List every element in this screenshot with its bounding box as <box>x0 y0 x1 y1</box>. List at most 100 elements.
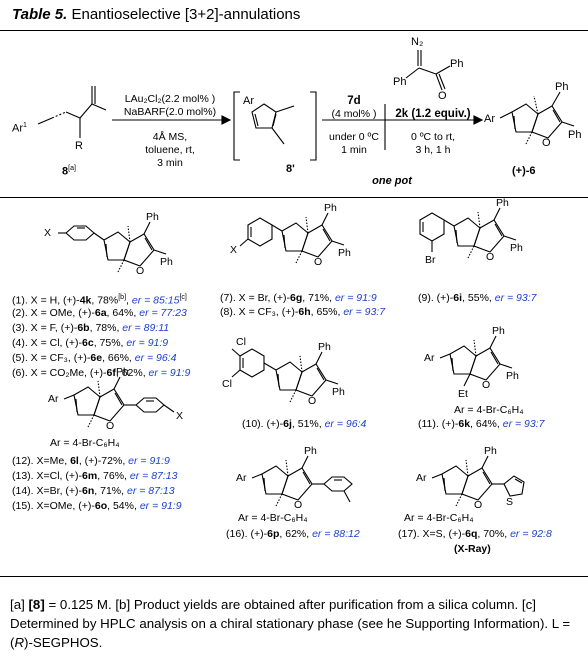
inter-ar: Ar <box>243 95 254 107</box>
cond1-line5: 3 min <box>157 157 183 169</box>
top-rule <box>0 30 588 31</box>
start-ar1: Ar1 <box>12 122 27 135</box>
entry-7: (7). X = Br, (+)-6g, 71%, er = 91:9 <box>220 292 377 304</box>
label-ph: Ph <box>160 256 173 268</box>
footnotes: [a] [8] = 0.125 M. [b] Product yields ar… <box>10 597 571 650</box>
label-o: O <box>482 379 491 391</box>
label-ph: Ph <box>484 445 497 457</box>
reagent-ph2: Ph <box>450 58 464 70</box>
table-caption: Enantioselective [3+2]-annulations <box>71 6 301 23</box>
structure-6k <box>439 335 513 387</box>
entry-15: (15). X=OMe, (+)-6o, 54%, er = 91:9 <box>12 500 182 512</box>
entry-17-ar: Ar = 4-Br-C₆H₄ <box>404 512 474 524</box>
product-ph1: Ph <box>555 81 569 93</box>
inter-compound: 8' <box>286 163 295 175</box>
product-ar: Ar <box>484 113 495 125</box>
one-pot-label: one pot <box>372 175 412 187</box>
structure-6g-6h <box>239 212 345 264</box>
label-ar: Ar <box>236 472 247 484</box>
entry-12: (12). X=Me, 6l, (+)-72%, er = 91:9 <box>12 455 170 467</box>
cond2-loading: (4 mol% ) <box>331 108 377 120</box>
entry-17-xray: (X-Ray) <box>454 543 491 555</box>
entry-4: (4). X = Cl, (+)-6c, 75%, er = 91:9 <box>12 337 169 349</box>
label-ph: Ph <box>304 445 317 457</box>
scheme-rule <box>0 197 588 198</box>
label-ar: Ar <box>424 352 435 364</box>
label-o: O <box>106 420 115 432</box>
label-ph: Ph <box>324 202 337 214</box>
start-r: R <box>75 140 83 152</box>
cond3-time: 3 h, 1 h <box>415 144 451 156</box>
label-ph: Ph <box>338 247 351 259</box>
entry-1: (1). X = H, (+)-4k, 78%[b], er = 85:15[c… <box>12 294 187 307</box>
label-ph: Ph <box>492 325 505 337</box>
entry-14: (14). X=Br, (+)-6n, 71%, er = 87:13 <box>12 485 175 497</box>
entry-17: (17). X=S, (+)-6q, 70%, er = 92:8 <box>398 528 552 540</box>
cond1-line3: 4Å MS, <box>152 131 188 143</box>
label-x: X <box>44 227 52 239</box>
cond2-temp: under 0 ºC <box>329 131 379 143</box>
entry-13: (13). X=Cl, (+)-6m, 76%, er = 87:13 <box>12 470 178 482</box>
label-x: X <box>230 244 238 256</box>
reagent-ph1: Ph <box>393 76 407 88</box>
label-br: Br <box>425 254 436 266</box>
structure-6p <box>251 455 353 507</box>
label-ph: Ph <box>116 366 129 378</box>
label-o: O <box>474 499 483 511</box>
bottom-rule <box>0 576 588 577</box>
entry-10: (10). (+)-6j, 51%, er = 96:4 <box>242 418 367 430</box>
label-et: Et <box>458 388 468 400</box>
label-ph: Ph <box>318 341 331 353</box>
arrow-1 <box>112 115 232 125</box>
label-ar: Ar <box>416 472 427 484</box>
product-label: (+)-6 <box>512 165 536 177</box>
entry-11-ar: Ar = 4-Br-C₆H₄ <box>454 404 524 416</box>
entry-6: (6). X = CO₂Me, (+)-6f, 62%, er = 91:9 <box>12 367 191 379</box>
cond1-line2: NaBARF(2.0 mol%) <box>123 106 217 118</box>
label-o: O <box>294 499 303 511</box>
label-ph: Ph <box>496 197 509 209</box>
label-o: O <box>486 251 495 263</box>
structure-6j <box>231 348 339 403</box>
cond1-line4: toluene, rt, <box>145 144 195 156</box>
label-x: X <box>176 410 184 422</box>
cond1-line1: LAu₂Cl₂(2.2 mol% ) <box>124 93 216 105</box>
entry-9: (9). (+)-6i, 55%, er = 93:7 <box>418 292 537 304</box>
cond2-catalyst: 7d <box>347 95 361 107</box>
label-o: O <box>308 395 317 407</box>
diazo-reagent-structure <box>405 50 451 91</box>
entry-2: (2). X = OMe, (+)-6a, 64%, er = 77:23 <box>12 307 187 319</box>
structure-6q <box>431 455 525 507</box>
entry-3: (3). X = F, (+)-6b, 78%, er = 89:11 <box>12 322 170 334</box>
cond3-temp: 0 ºC to rt, <box>410 131 456 143</box>
reagent-o: O <box>438 90 447 102</box>
entry-16-ar: Ar = 4-Br-C₆H₄ <box>238 512 308 524</box>
label-cl: Cl <box>222 378 232 390</box>
structure-6i <box>419 207 517 259</box>
table-label: Table 5. <box>12 6 68 23</box>
label-ph: Ph <box>146 211 159 223</box>
product-ph2: Ph <box>568 129 582 141</box>
start-compound: 8[a] <box>62 165 76 178</box>
reagent-n2: N₂ <box>411 36 424 48</box>
label-ph: Ph <box>510 242 523 254</box>
structure-4k-6f <box>58 221 167 273</box>
cond3-reagent: 2k (1.2 equiv.) <box>395 108 471 120</box>
entry-16: (16). (+)-6p, 62%, er = 88:12 <box>226 528 360 540</box>
label-ph: Ph <box>332 386 345 398</box>
product-structure <box>499 91 575 145</box>
arrow-2 <box>322 104 484 150</box>
label-ar: Ar <box>48 393 59 405</box>
entry-11: (11). (+)-6k, 64%, er = 93:7 <box>418 418 545 430</box>
label-ph: Ph <box>506 370 519 382</box>
intermediate-structure <box>233 91 317 161</box>
label-s: S <box>506 496 514 508</box>
cond2-time: 1 min <box>341 144 367 156</box>
entries-c-ar: Ar = 4-Br-C₆H₄ <box>50 437 120 449</box>
label-o: O <box>314 256 323 268</box>
entry-5: (5). X = CF₃, (+)-6e, 66%, er = 96:4 <box>12 352 177 364</box>
structure-6l-6o <box>63 376 175 428</box>
label-cl: Cl <box>236 336 246 348</box>
product-o: O <box>542 137 551 149</box>
allene-structure <box>37 86 107 138</box>
